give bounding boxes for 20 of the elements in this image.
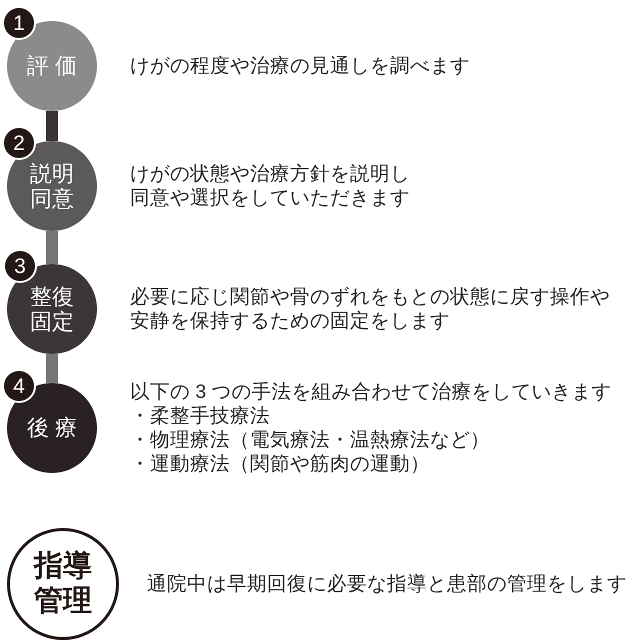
step-number-badge: 2 (2, 126, 36, 160)
step-label: 指導管理 (32, 549, 93, 619)
description-text: 通院中は早期回復に必要な指導と患部の管理をします (147, 572, 627, 596)
connector-bar (46, 111, 58, 141)
list-item: ・物理療法（電気療法・温熱療法など） (130, 428, 490, 452)
step-label: 評 価 (26, 53, 78, 79)
list-item: ・柔整手技療法 (130, 404, 270, 428)
step-label: 後 療 (26, 415, 78, 441)
connector-bar (46, 354, 58, 383)
step-label: 説明同意 (29, 160, 75, 212)
step-label: 整復固定 (29, 284, 75, 334)
step-number-badge: 1 (2, 6, 36, 40)
description-text: 必要に応じ関節や骨のずれをもとの状態に戻す操作や安静を保持するための固定をします (130, 285, 611, 333)
connector-bar (46, 231, 58, 264)
description-text: けがの程度や治療の見通しを調べます (130, 54, 470, 78)
list-item: ・運動療法（関節や筋肉の運動） (130, 452, 430, 476)
description-text: 以下の 3 つの手法を組み合わせて治療をしていきます (130, 380, 612, 404)
description-text: けがの状態や治療方針を説明し同意や選択をしていただきます (130, 162, 411, 210)
step-number-badge: 3 (3, 249, 37, 283)
step-number-badge: 4 (2, 369, 36, 403)
